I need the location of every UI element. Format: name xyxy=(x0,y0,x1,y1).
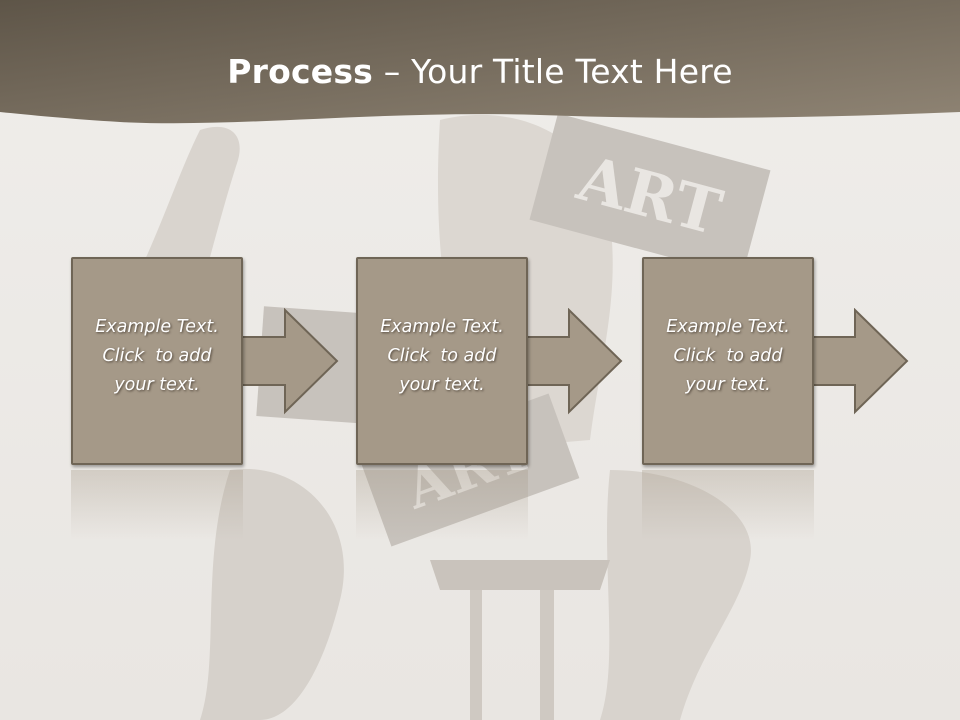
title-rest: – Your Title Text Here xyxy=(373,52,733,91)
slide-title[interactable]: Process – Your Title Text Here xyxy=(0,52,960,91)
figure-leg xyxy=(200,468,344,720)
step-box xyxy=(356,257,528,465)
step-line: Click to add xyxy=(387,346,497,366)
figure-knee xyxy=(600,470,751,720)
step-box xyxy=(642,257,814,465)
step-line: your text. xyxy=(399,375,485,395)
step-box xyxy=(71,257,243,465)
process-step-2[interactable]: Example Text. Click to add your text. xyxy=(356,257,528,465)
figure-arm xyxy=(140,126,240,275)
step-line: Example Text. xyxy=(666,317,790,337)
step-line: Click to add xyxy=(102,346,212,366)
title-bold: Process xyxy=(227,52,374,91)
chair-leg xyxy=(540,590,554,720)
step-line: your text. xyxy=(685,375,771,395)
arrow-icon xyxy=(242,308,339,415)
step-reflection xyxy=(642,470,814,540)
step-text[interactable]: Example Text. Click to add your text. xyxy=(71,313,243,400)
header-band xyxy=(0,0,960,124)
chair-leg xyxy=(470,590,482,720)
arrow-icon xyxy=(526,308,623,415)
process-step-3[interactable]: Example Text. Click to add your text. xyxy=(642,257,814,465)
step-text[interactable]: Example Text. Click to add your text. xyxy=(642,313,814,400)
process-step-1[interactable]: Example Text. Click to add your text. xyxy=(71,257,243,465)
step-text[interactable]: Example Text. Click to add your text. xyxy=(356,313,528,400)
chair-seat xyxy=(430,560,610,590)
step-reflection xyxy=(71,470,243,540)
step-line: Click to add xyxy=(673,346,783,366)
step-line: your text. xyxy=(114,375,200,395)
step-line: Example Text. xyxy=(380,317,504,337)
step-line: Example Text. xyxy=(95,317,219,337)
arrow-icon xyxy=(812,308,909,415)
step-reflection xyxy=(356,470,528,540)
